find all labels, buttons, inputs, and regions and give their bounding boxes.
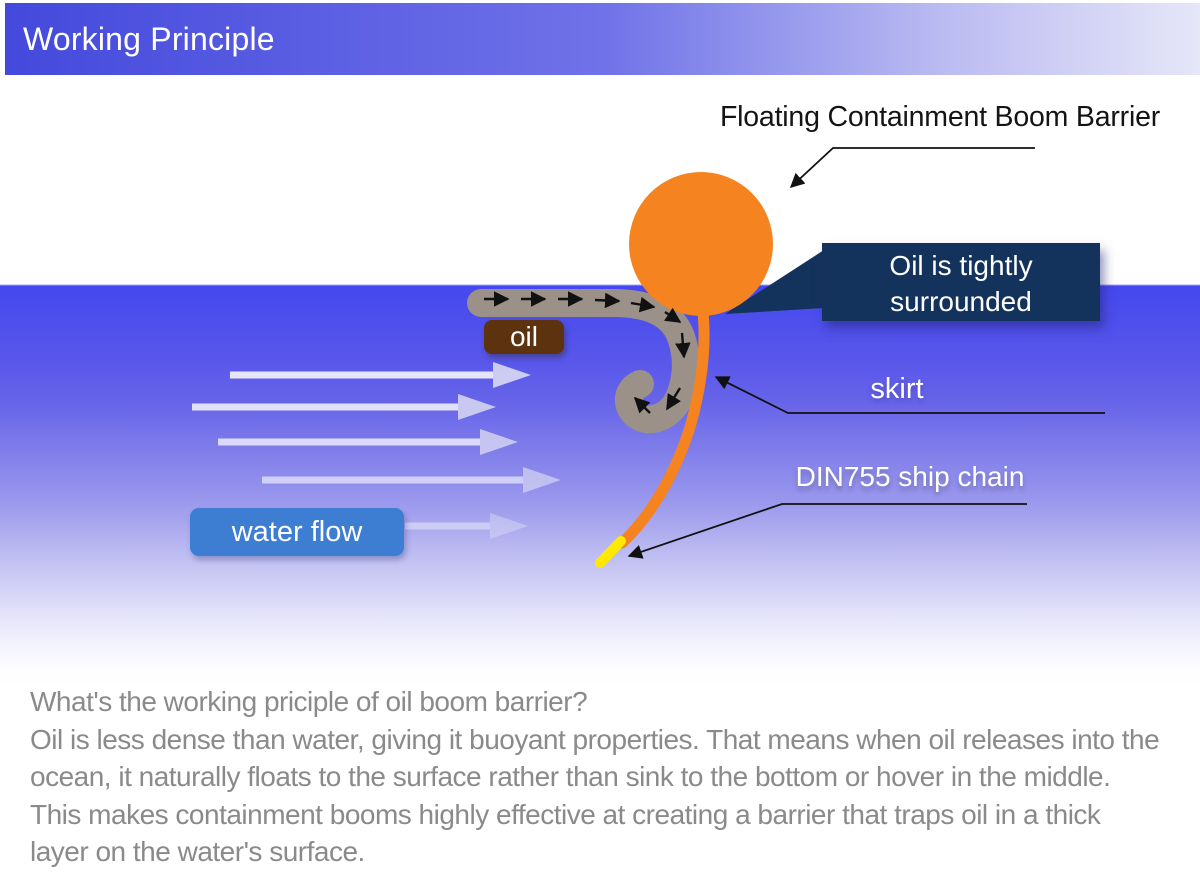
page-title: Working Principle: [23, 20, 275, 57]
chain-path: [616, 291, 710, 549]
diagram-drawing: [192, 147, 1105, 568]
diagram-scene: Floating Containment Boom Barrier Oil is…: [0, 75, 1200, 889]
flow-arrow: [262, 467, 561, 493]
description-text: What's the working priciple of oil boom …: [30, 683, 1195, 871]
flow-arrow: [218, 429, 518, 455]
header-bar: Working Principle: [5, 3, 1200, 75]
bubble-tail: [725, 250, 824, 314]
water-flow-arrows: [192, 362, 561, 539]
description-line: Oil is less dense than water, giving it …: [30, 723, 1160, 755]
float-circle: [629, 172, 773, 316]
flow-arrow: [405, 513, 528, 539]
oil-flow-arrows: [484, 291, 691, 414]
chain-tip: [595, 536, 626, 568]
flow-arrow: [192, 394, 496, 420]
callout-bubble: Oil is tightly surrounded: [822, 243, 1100, 321]
description-line: ocean, it naturally floats to the surfac…: [30, 761, 1111, 792]
chain-leader-line: [627, 503, 1027, 559]
callout-line1: Oil is tightly: [889, 250, 1033, 281]
skirt-leader-line: [714, 376, 1105, 414]
water-flow-label: water flow: [190, 508, 404, 556]
skirt-shape: [467, 289, 700, 434]
chain-label: DIN755 ship chain: [795, 461, 1025, 492]
skirt-label: skirt: [870, 373, 924, 405]
description-line: This makes containment booms highly effe…: [30, 798, 1101, 830]
float-leader-line: [789, 147, 1035, 188]
oil-label: oil: [484, 320, 564, 354]
callout-line2: surrounded: [890, 286, 1032, 317]
flow-arrow: [230, 362, 531, 388]
description-line: What's the working priciple of oil boom …: [30, 686, 588, 717]
float-label: Floating Containment Boom Barrier: [719, 101, 1161, 133]
description-line: layer on the water's surface.: [30, 836, 365, 867]
